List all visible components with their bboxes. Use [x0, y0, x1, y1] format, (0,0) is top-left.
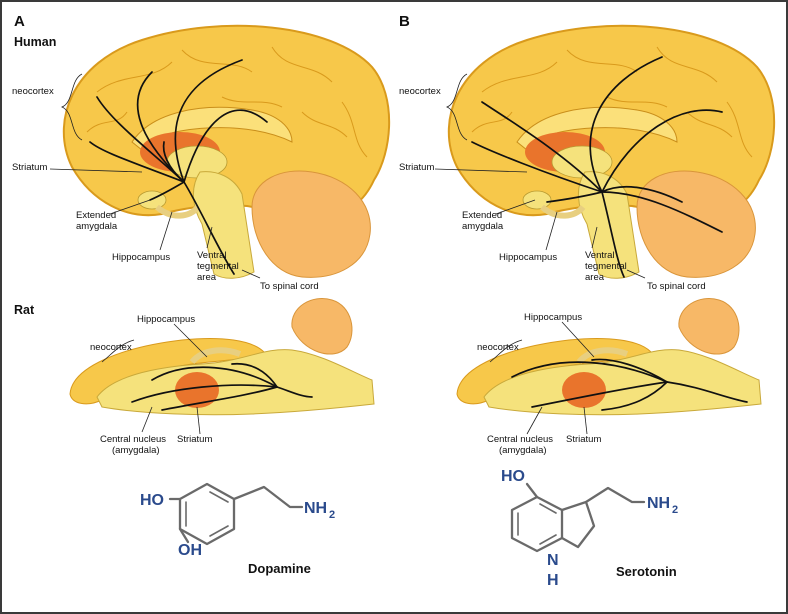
human-brain-a-callosum: [131, 106, 293, 151]
panel-a-rat-brain: [69, 298, 375, 416]
serotonin-structure: HO NH 2 N H Serotonin: [501, 468, 678, 589]
dopamine-structure: HO OH NH 2 Dopamine: [140, 482, 335, 576]
label-spinal-human-a: To spinal cord: [260, 281, 319, 292]
dopamine-oh-group: OH: [178, 542, 202, 559]
label-leader-lines: [49, 73, 646, 435]
human-brain-b-cerebellum: [636, 170, 756, 278]
rat-brain-a-striatum: [175, 372, 219, 408]
rat-a-dopamine-pathways: [131, 362, 313, 411]
label-central-nucleus-rat-b-2: (amygdala): [499, 445, 547, 456]
dopamine-ho-group: HO: [140, 492, 164, 509]
serotonin-name: Serotonin: [616, 564, 677, 579]
label-vta-human-b-2: tegmental: [585, 261, 627, 272]
label-central-nucleus-rat-a-1: Central nucleus: [100, 434, 166, 445]
label-striatum-rat-a: Striatum: [177, 434, 212, 445]
label-vta-human-b-3: area: [585, 272, 605, 283]
human-b-serotonin-pathways: [471, 56, 723, 278]
serotonin-ring-n: N: [547, 552, 559, 569]
serotonin-side-chain: [584, 486, 646, 504]
label-neocortex-rat-a: neocortex: [90, 342, 132, 353]
panel-a-human-brain: [62, 24, 391, 279]
label-striatum-human-a: Striatum: [12, 162, 47, 173]
label-vta-human-a-2: tegmental: [197, 261, 239, 272]
dopamine-side-chain: [232, 485, 304, 509]
label-hippocampus-human-a: Hippocampus: [112, 252, 170, 263]
label-vta-human-b-1: Ventral: [585, 250, 615, 261]
serotonin-ring-h: H: [547, 572, 559, 589]
rat-brain-a-body: [96, 349, 375, 416]
label-extended-amygdala-human-a-2: amygdala: [76, 221, 118, 232]
human-brain-a-gyri: [86, 46, 368, 158]
label-extended-amygdala-human-b-1: Extended: [462, 210, 502, 221]
dopamine-amine-subscript: 2: [329, 509, 335, 521]
panel-b-rat-brain: [456, 298, 762, 416]
rat-section-label: Rat: [14, 303, 35, 317]
dopamine-amine-group: NH: [304, 500, 327, 517]
rat-brain-a-hippocampus: [189, 347, 242, 365]
label-central-nucleus-rat-b-1: Central nucleus: [487, 434, 553, 445]
label-hippocampus-rat-a: Hippocampus: [137, 314, 195, 325]
human-brain-a-hippocampus: [155, 204, 201, 219]
label-vta-human-a-1: Ventral: [197, 250, 227, 261]
label-central-nucleus-rat-a-2: (amygdala): [112, 445, 160, 456]
rat-brain-a-hindbrain: [291, 298, 353, 355]
human-brain-a-cerebellum: [251, 170, 371, 278]
human-brain-b-gyri: [471, 46, 753, 158]
serotonin-ho-group: HO: [501, 468, 525, 485]
rat-brain-b-body: [483, 349, 762, 416]
label-extended-amygdala-human-b-2: amygdala: [462, 221, 504, 232]
label-striatum-rat-b: Striatum: [566, 434, 601, 445]
dopamine-benzene-ring: [178, 482, 236, 546]
label-neocortex-human-a: neocortex: [12, 86, 54, 97]
label-neocortex-rat-b: neocortex: [477, 342, 519, 353]
rat-b-serotonin-pathways: [511, 358, 748, 411]
human-brain-b-callosum: [516, 106, 678, 151]
panel-b-human-brain: [447, 24, 776, 279]
serotonin-pyrrole-ring: [560, 500, 596, 549]
label-spinal-human-b: To spinal cord: [647, 281, 706, 292]
rat-brain-b-hindbrain: [678, 298, 740, 355]
rat-brain-b-striatum: [562, 372, 606, 408]
dopamine-name: Dopamine: [248, 561, 311, 576]
label-striatum-human-b: Striatum: [399, 162, 434, 173]
panel-a-letter: A: [14, 13, 25, 30]
serotonin-benzene-ring: [510, 495, 564, 553]
label-hippocampus-human-b: Hippocampus: [499, 252, 557, 263]
human-brain-b-hippocampus: [540, 204, 586, 219]
serotonin-amine-group: NH: [647, 495, 670, 512]
human-section-label: Human: [14, 35, 56, 49]
human-a-dopamine-pathways: [89, 59, 268, 275]
serotonin-amine-subscript: 2: [672, 504, 678, 516]
label-extended-amygdala-human-a-1: Extended: [76, 210, 116, 221]
label-hippocampus-rat-b: Hippocampus: [524, 312, 582, 323]
human-brain-b-amygdala: [522, 190, 552, 210]
panel-b-letter: B: [399, 13, 410, 30]
rat-brain-b-hippocampus: [576, 347, 629, 365]
label-vta-human-a-3: area: [197, 272, 217, 283]
label-neocortex-human-b: neocortex: [399, 86, 441, 97]
